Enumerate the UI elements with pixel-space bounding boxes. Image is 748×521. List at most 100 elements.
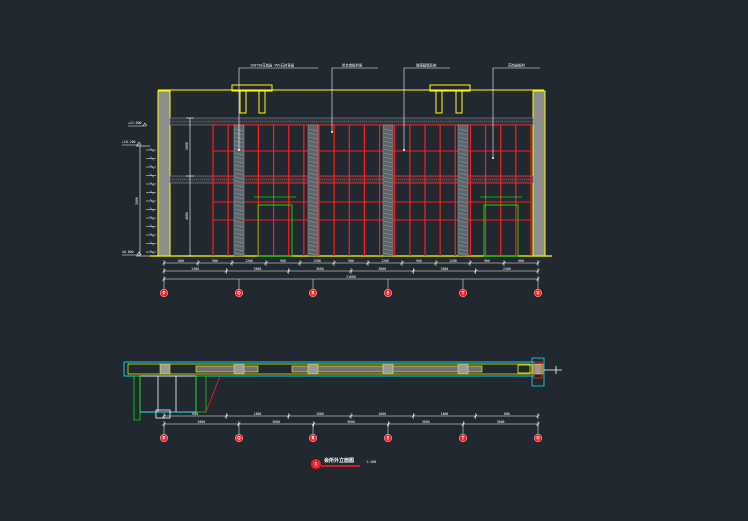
elev-axis-bubble: [384, 289, 393, 298]
stone-hatch: [458, 200, 468, 204]
elev-dim-top-slash: [536, 261, 540, 265]
elev-dim-top-label: 1200: [449, 259, 457, 263]
elev-dim-mid-slash: [162, 269, 166, 273]
elev-dim-top-slash: [264, 261, 268, 265]
stone-hatch: [383, 140, 393, 144]
stone-hatch: [383, 144, 393, 148]
stone-hatch: [234, 160, 244, 164]
elev-dim-mid-label: 2400: [503, 267, 511, 271]
elev-axis-label: U: [536, 291, 539, 296]
elev-axis-bubble: [309, 289, 318, 298]
elev-dim-top-slash: [298, 261, 302, 265]
stone-hatch: [234, 208, 244, 212]
stone-hatch: [383, 216, 393, 220]
plan-dim-top-slash: [411, 414, 416, 418]
elev-axis-label: P: [163, 291, 166, 296]
stone-hatch: [458, 252, 468, 256]
stone-hatch: [383, 248, 393, 252]
side-tick-slash: [149, 232, 155, 238]
stone-hatch: [308, 144, 318, 148]
stone-hatch: [383, 192, 393, 196]
stone-hatch: [308, 176, 318, 180]
plan-axis-bubble: [309, 434, 318, 443]
stone-hatch: [234, 204, 244, 208]
plan-dim-top-slash: [349, 414, 353, 418]
plan-dim-top-slash: [536, 414, 540, 418]
stone-column: [457, 124, 469, 257]
stone-hatch: [458, 204, 468, 208]
elev-dim-top-label: 900: [280, 259, 286, 263]
elev-dim-mid-slash: [224, 269, 229, 273]
end-wall-left: [157, 90, 171, 257]
stone-hatch: [458, 164, 468, 168]
side-tick-slash: [149, 241, 155, 246]
plan-axis-label: P: [163, 436, 166, 441]
stone-hatch: [308, 248, 318, 252]
stone-hatch: [458, 196, 468, 200]
side-tick-slash: [149, 215, 155, 221]
plan-axis-bubble: [534, 434, 543, 443]
elev-dim-top-slash: [230, 261, 234, 265]
title-number: 6: [315, 462, 318, 467]
curtain-wall-mullions: [212, 124, 532, 256]
stone-hatch: [308, 140, 318, 144]
stone-hatch: [308, 128, 318, 132]
stone-hatch: [383, 196, 393, 200]
elev-dim-top-label: 1200: [245, 259, 253, 263]
stone-hatch: [383, 212, 393, 216]
stone-hatch: [383, 180, 393, 184]
stone-hatch: [383, 168, 393, 172]
plan-left-room: [133, 375, 221, 421]
stone-hatch: [234, 236, 244, 240]
door-right: [483, 204, 519, 257]
elev-axis-label: R: [311, 291, 314, 296]
title-text: 会所外立面图: [323, 457, 354, 464]
stone-hatch: [308, 160, 318, 164]
stone-hatch: [458, 140, 468, 144]
elev-axis-label: T: [462, 291, 465, 296]
stone-hatch: [458, 220, 468, 224]
stone-hatch: [458, 216, 468, 220]
side-tick-slash: [149, 190, 155, 195]
stone-hatch: [383, 132, 393, 136]
plan-right-end: [517, 357, 562, 387]
drawing-title: 6 会所外立面图 1:100: [311, 457, 376, 469]
stone-hatch: [383, 220, 393, 224]
stone-hatch: [458, 160, 468, 164]
roof-cap-right: [429, 84, 471, 114]
elev-dim-top-slash: [468, 261, 472, 265]
stone-hatch: [234, 224, 244, 228]
side-dim-1: 2000: [185, 142, 189, 150]
elev-axis-bubble: [459, 289, 468, 298]
stone-hatch: [308, 180, 318, 184]
side-tick-slash: [149, 164, 155, 170]
side-tick-slash: [149, 198, 155, 204]
stone-hatch: [383, 160, 393, 164]
stone-column: [382, 124, 394, 257]
plan-dim-top-slash: [473, 414, 478, 418]
stone-hatch: [458, 128, 468, 132]
stone-hatch: [383, 244, 393, 248]
elev-dim-mid-label: 3600: [441, 267, 449, 271]
plan-dim-mid-label: 3600: [198, 420, 206, 424]
plan-dim-mid-label: 3600: [497, 420, 505, 424]
stone-hatch: [308, 132, 318, 136]
plan-axis-bubble: [459, 434, 468, 443]
stone-hatch: [458, 224, 468, 228]
stone-hatch: [234, 192, 244, 196]
plan-axis-label: T: [462, 436, 465, 441]
stone-hatch: [308, 208, 318, 212]
elev-axis-bubble: [234, 289, 243, 298]
elev-dim-mid-slash: [536, 269, 540, 273]
stone-hatch: [234, 188, 244, 192]
roof-cap-left: [231, 84, 273, 114]
callout-4: 花岗岩板材: [508, 63, 526, 68]
stone-hatch: [234, 220, 244, 224]
plan-dim-mid-label: 3600: [347, 420, 355, 424]
elev-dim-top-label: 600: [178, 259, 184, 263]
elev-dim-mid-label: 3600: [254, 267, 262, 271]
